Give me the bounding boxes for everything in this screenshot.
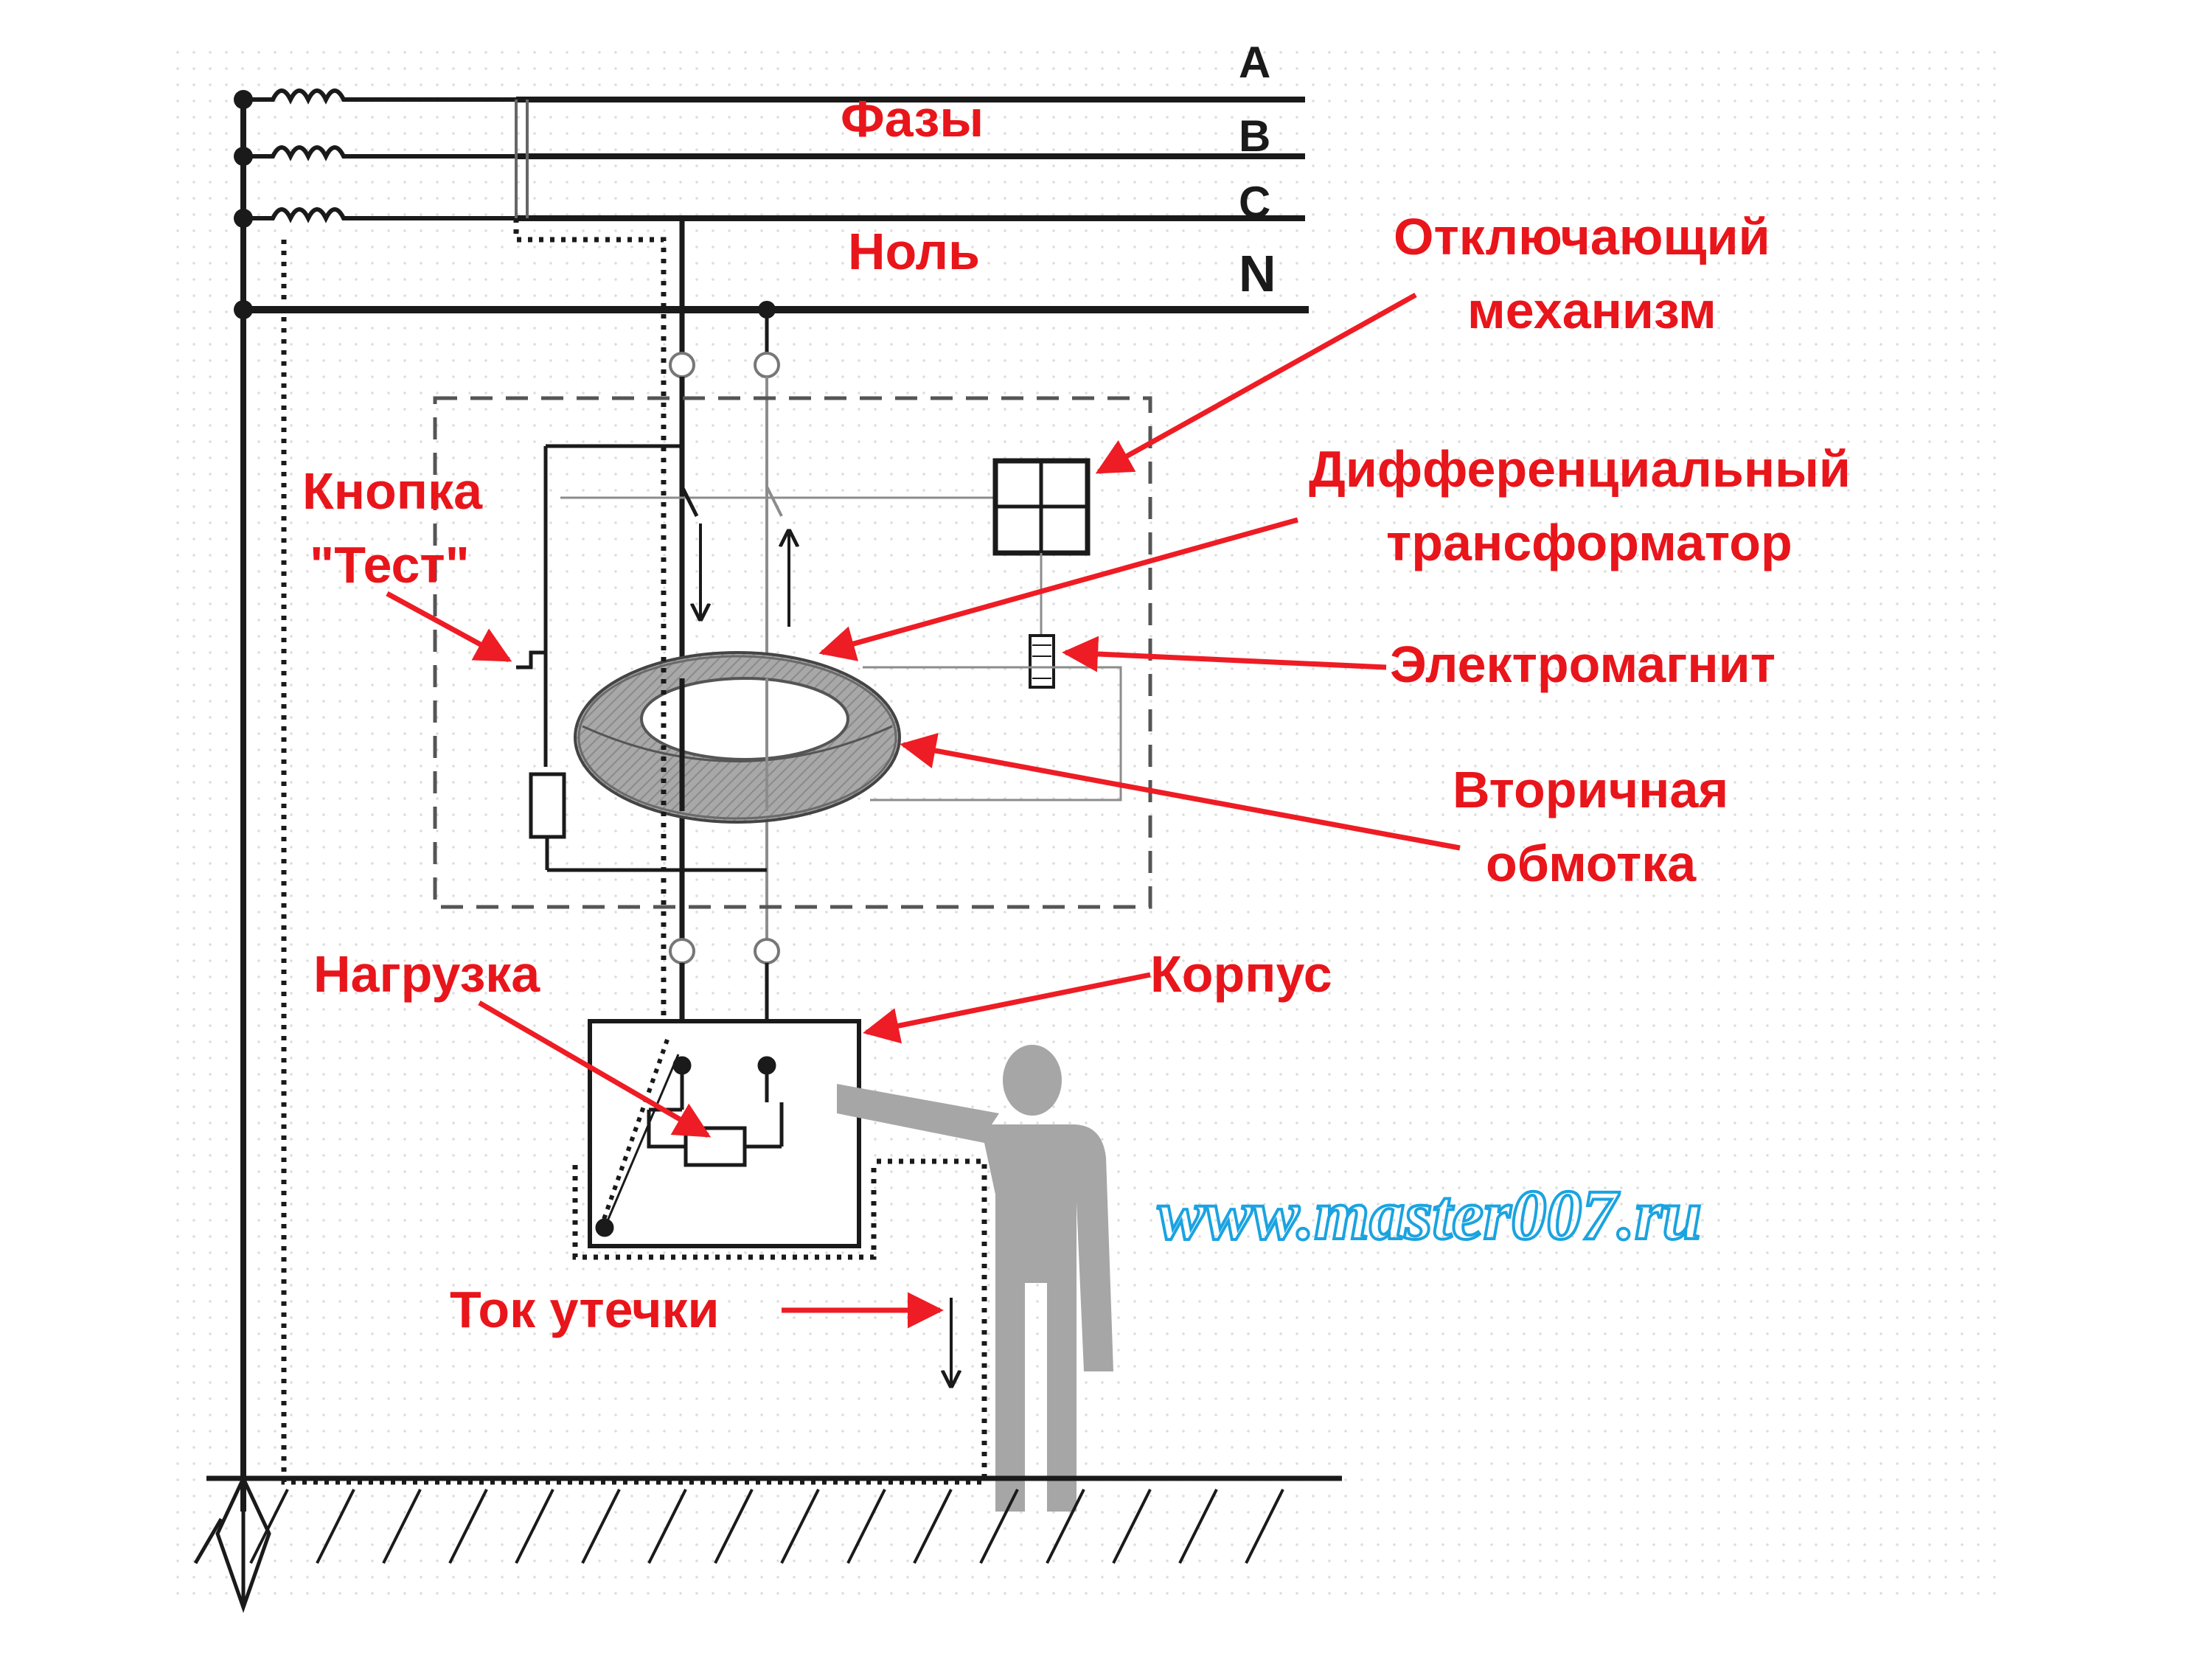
electromagnet-coil [1029,634,1055,689]
phase-letter-c: C [1239,178,1270,227]
phase-letter-b: B [1239,111,1270,161]
person-silhouette-icon [837,1045,1113,1512]
coil-b [243,145,557,161]
watermark: www.master007.ru [1158,1175,1702,1254]
coil-a [243,88,557,105]
label-diff-transformer-2: трансформатор [1386,514,1792,571]
load-housing [588,1019,861,1248]
rcd-internal-wiring [516,444,1122,872]
ground [206,1475,1342,1564]
test-button-contact [516,650,546,669]
pointer-arrows [386,292,1461,1329]
test-resistor [529,772,566,839]
labels: Фазы Ноль Отключающий механизм Дифференц… [302,90,1851,1338]
coil-c [243,207,557,223]
label-trip-mechanism-2: механизм [1467,282,1717,339]
toroid-core-icon [574,651,901,824]
label-trip-mechanism-1: Отключающий [1394,208,1770,265]
label-test-button-1: Кнопка [302,462,483,520]
supply-lines [240,88,1309,1512]
phase-letter-n: N [1239,245,1276,302]
phase-letter-a: A [1239,38,1270,87]
label-neutral: Ноль [848,223,980,280]
label-secondary-winding-1: Вторичная [1453,761,1728,818]
label-leakage-current: Ток утечки [450,1281,720,1338]
label-load: Нагрузка [313,945,540,1003]
feeder-wires [669,218,780,1065]
bus-nodes [234,90,776,319]
label-secondary-winding-2: обмотка [1486,835,1697,892]
label-housing: Корпус [1150,945,1332,1003]
label-electromagnet: Электромагнит [1390,636,1775,693]
label-test-button-2: "Тест" [310,536,470,594]
ground-electrode-icon [193,1474,271,1613]
leakage-paths [281,218,987,1485]
label-phases: Фазы [841,90,984,147]
rcd-enclosure [433,396,1152,909]
load-resistor [684,1126,747,1167]
label-diff-transformer-1: Дифференциальный [1309,440,1851,498]
